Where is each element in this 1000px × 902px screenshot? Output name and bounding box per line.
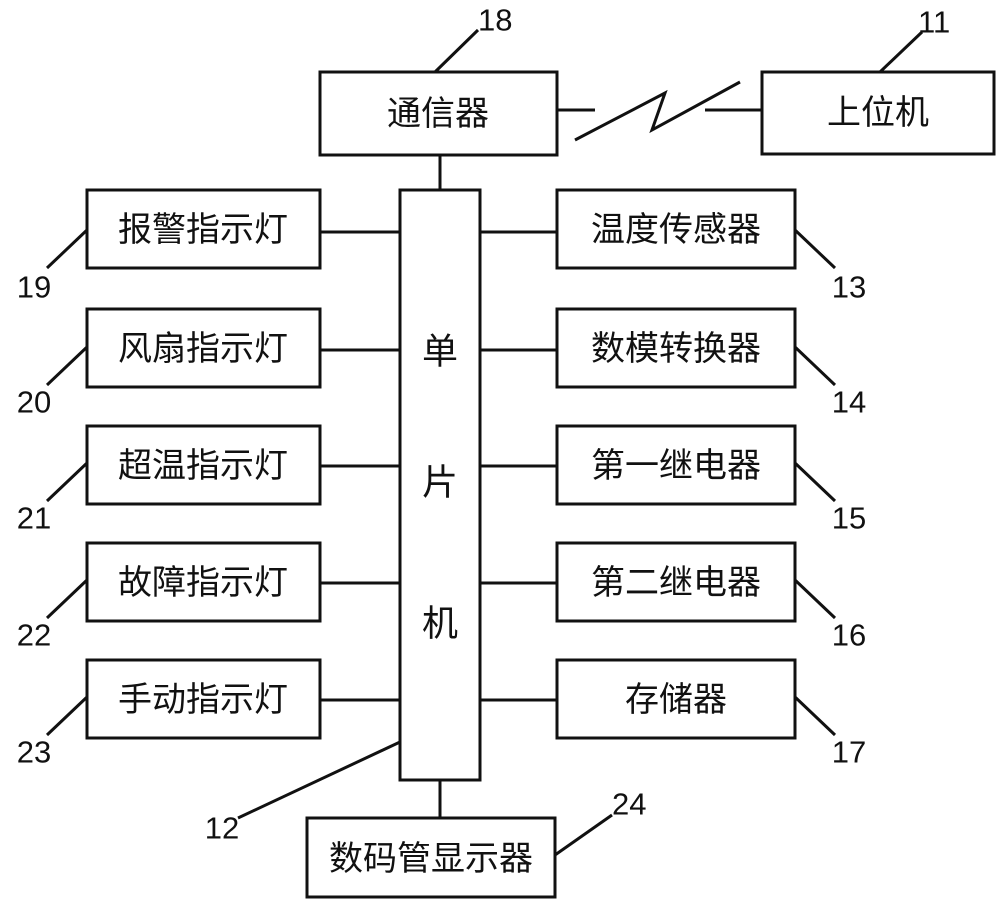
leader-13 — [795, 230, 835, 268]
manual-light-block: 手动指示灯 — [87, 660, 320, 738]
leader-19 — [47, 230, 87, 268]
memory-block: 存储器 — [557, 660, 795, 738]
ref-19: 19 — [17, 270, 51, 305]
ref-20: 20 — [17, 385, 51, 420]
ref-16: 16 — [832, 618, 866, 653]
leader-15 — [795, 463, 835, 501]
fan-light-label: 风扇指示灯 — [118, 329, 288, 369]
leader-16 — [795, 580, 835, 618]
leader-17 — [795, 697, 835, 735]
ref-12: 12 — [205, 811, 239, 846]
ref-13: 13 — [832, 270, 866, 305]
mcu-label-char-3: 机 — [422, 604, 458, 645]
leader-18 — [435, 30, 478, 72]
relay1-block: 第一继电器 — [557, 426, 795, 504]
ref-21: 21 — [17, 501, 51, 536]
temp-sensor-block: 温度传感器 — [557, 190, 795, 268]
ref-11: 11 — [918, 5, 950, 40]
memory-label: 存储器 — [625, 680, 727, 720]
ref-22: 22 — [17, 618, 51, 653]
leader-24 — [555, 815, 612, 855]
fault-light-label: 故障指示灯 — [118, 563, 288, 603]
communicator-block: 通信器 — [320, 72, 557, 155]
leader-22 — [47, 580, 87, 618]
leader-11 — [880, 32, 922, 72]
mcu-label-char-2: 片 — [422, 463, 458, 504]
temp-sensor-label: 温度传感器 — [591, 210, 761, 250]
fan-light-block: 风扇指示灯 — [87, 309, 320, 387]
alarm-light-label: 报警指示灯 — [118, 210, 288, 250]
leader-23 — [47, 697, 87, 735]
ref-14: 14 — [832, 385, 866, 420]
ref-15: 15 — [832, 501, 866, 536]
relay1-label: 第一继电器 — [591, 446, 761, 486]
leader-21 — [47, 463, 87, 501]
alarm-light-block: 报警指示灯 — [87, 190, 320, 268]
overtemp-light-label: 超温指示灯 — [118, 446, 288, 486]
dac-block: 数模转换器 — [557, 309, 795, 387]
leader-12 — [238, 742, 400, 818]
communicator-label: 通信器 — [387, 94, 489, 134]
overtemp-light-block: 超温指示灯 — [87, 426, 320, 504]
dac-label: 数模转换器 — [591, 329, 761, 369]
mcu-label-char-1: 单 — [422, 332, 458, 373]
leader-20 — [47, 347, 87, 385]
mcu-block: 单 片 机 — [400, 190, 480, 780]
ref-18: 18 — [478, 3, 512, 38]
manual-light-label: 手动指示灯 — [118, 680, 288, 720]
ref-17: 17 — [832, 735, 866, 770]
ref-23: 23 — [17, 735, 51, 770]
display-block: 数码管显示器 — [307, 818, 555, 897]
relay2-label: 第二继电器 — [591, 563, 761, 603]
leader-14 — [795, 347, 835, 385]
relay2-block: 第二继电器 — [557, 543, 795, 621]
display-label: 数码管显示器 — [329, 839, 533, 879]
host-label: 上位机 — [827, 93, 929, 133]
host-block: 上位机 — [762, 72, 994, 154]
fault-light-block: 故障指示灯 — [87, 543, 320, 621]
ref-24: 24 — [612, 787, 646, 822]
